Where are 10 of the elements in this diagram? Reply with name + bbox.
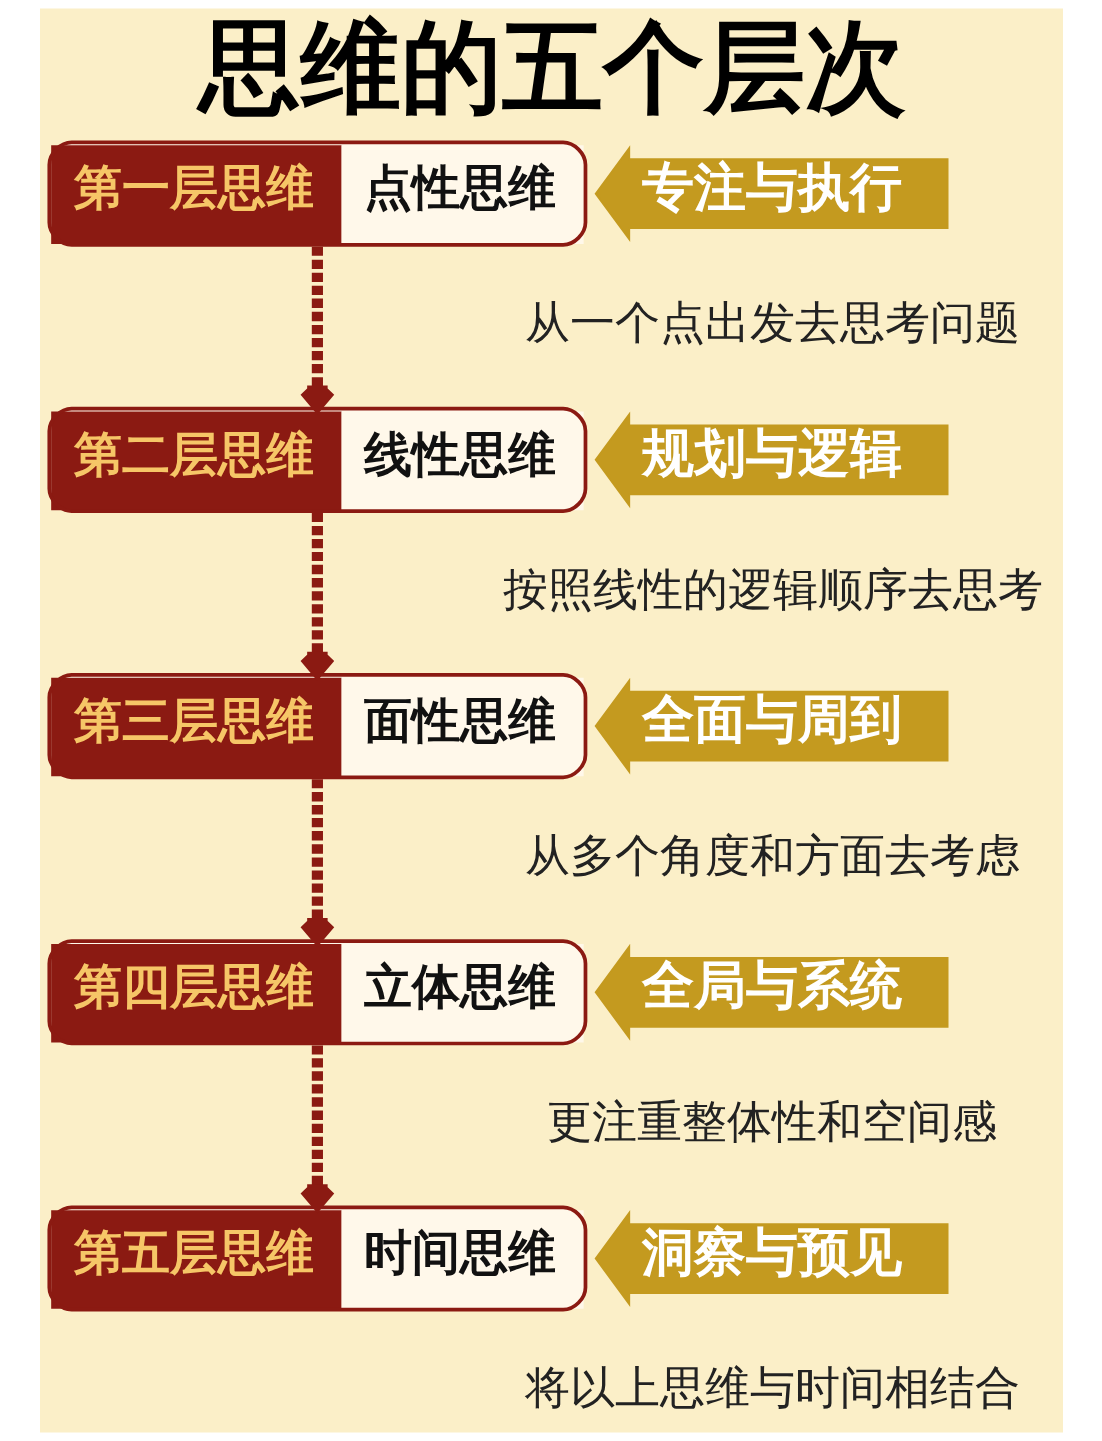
node-label: 从一个点出发去思考问题 (524, 297, 1020, 350)
arrow (298, 512, 336, 678)
arrow (298, 779, 336, 945)
arrow (298, 1045, 336, 1211)
node-label: 从多个角度和方面去考虑 (524, 829, 1020, 882)
diagram-title: 思维的五个层次 (198, 8, 906, 126)
node-label: 将以上思维与时间相结合 (524, 1362, 1020, 1415)
arrow (298, 246, 336, 412)
node-label: 按照线性的逻辑顺序去思考 (502, 563, 1043, 616)
node-label: 更注重整体性和空间感 (546, 1095, 997, 1148)
